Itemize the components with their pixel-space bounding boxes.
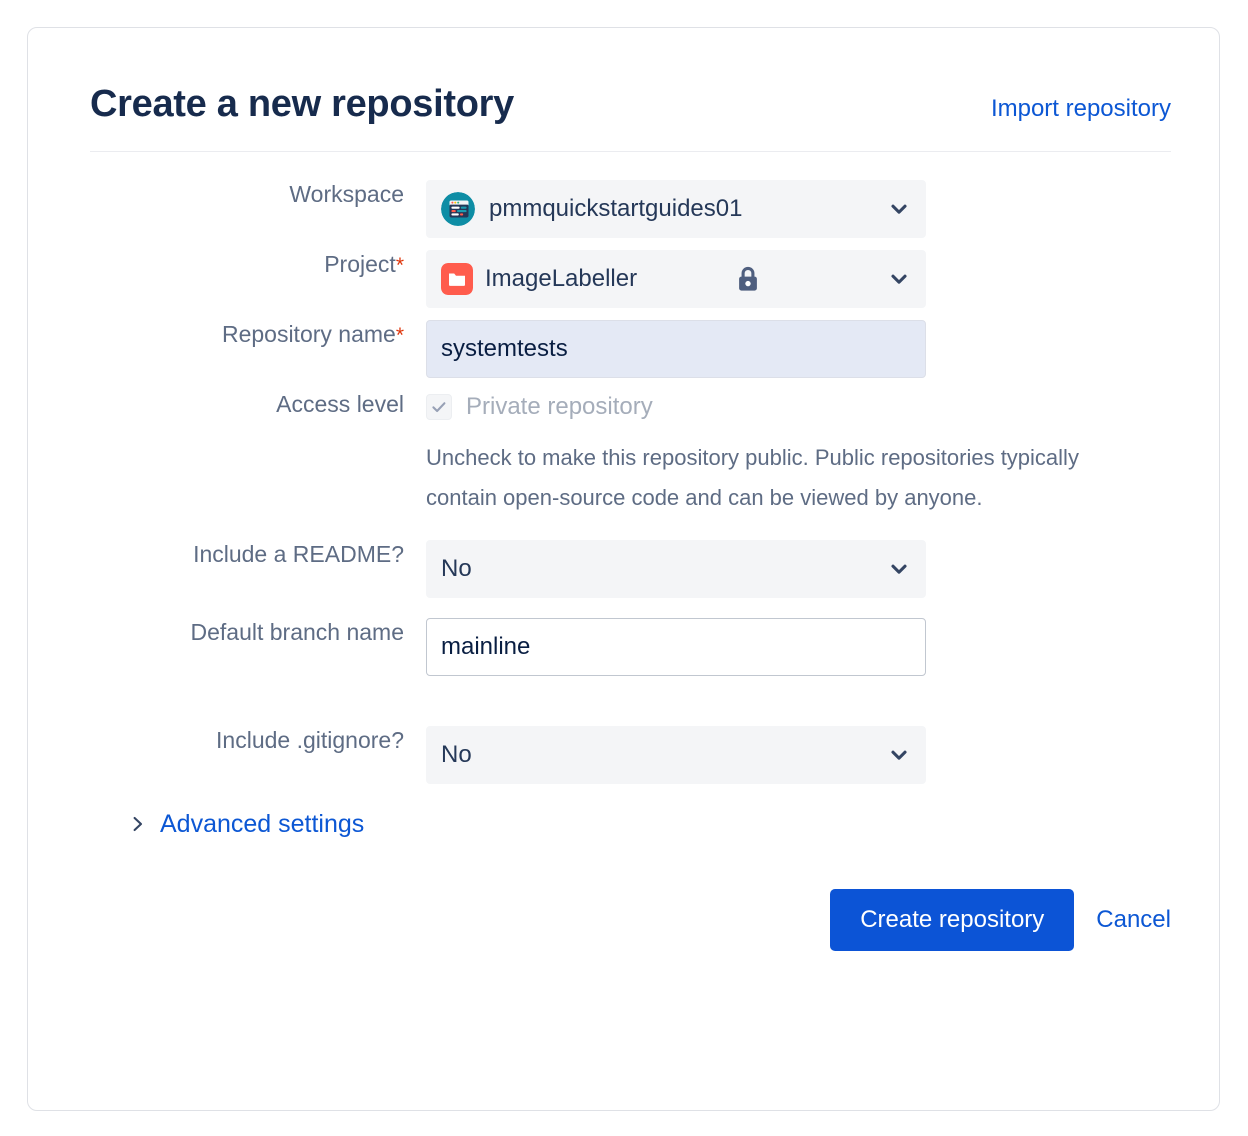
form-actions: Create repository Cancel [90, 888, 1171, 951]
advanced-settings-link[interactable]: Advanced settings [160, 809, 365, 838]
workspace-select[interactable]: pmmquickstartguides01 [426, 179, 926, 238]
create-repository-card: Create a new repository Import repositor… [27, 27, 1220, 1111]
create-repository-button[interactable]: Create repository [830, 888, 1075, 951]
card-header: Create a new repository Import repositor… [90, 83, 1171, 152]
cancel-link[interactable]: Cancel [1096, 905, 1171, 933]
lock-icon [739, 266, 757, 291]
chevron-down-icon [891, 204, 907, 214]
chevron-down-icon [891, 564, 907, 574]
workspace-label: Workspace [289, 180, 404, 207]
repository-name-label: Repository name* [90, 320, 426, 350]
project-value: ImageLabeller [485, 264, 638, 292]
include-gitignore-select[interactable]: No [426, 725, 926, 784]
form-row-workspace: Workspace [90, 179, 1171, 238]
project-select[interactable]: ImageLabeller [426, 249, 926, 308]
include-gitignore-label: Include .gitignore? [216, 726, 404, 753]
private-repository-label: Private repository [466, 392, 653, 420]
include-readme-select[interactable]: No [426, 539, 926, 598]
private-repository-checkbox-row[interactable]: Private repository [426, 392, 1171, 422]
default-branch-input[interactable] [426, 617, 926, 676]
project-required-marker: * [395, 253, 404, 277]
form-row-repository-name: Repository name* [90, 319, 1171, 378]
include-gitignore-value: No [441, 740, 472, 768]
repository-name-label-text: Repository name [221, 320, 396, 347]
form-row-default-branch: Default branch name [90, 617, 1171, 676]
repository-name-required-marker: * [395, 323, 404, 347]
folder-icon [441, 262, 473, 295]
page-title: Create a new repository [90, 83, 514, 125]
project-label: Project* [90, 250, 426, 280]
check-icon [432, 401, 446, 412]
import-repository-link[interactable]: Import repository [990, 95, 1171, 122]
advanced-settings-toggle[interactable]: Advanced settings [130, 810, 1171, 839]
access-level-label: Access level [276, 390, 404, 417]
default-branch-label: Default branch name [190, 618, 404, 645]
create-repository-form: Workspace [90, 179, 1171, 839]
form-row-project: Project* ImageLabeller [90, 249, 1171, 308]
project-label-text: Project [324, 250, 396, 277]
workspace-avatar-icon [441, 191, 475, 226]
include-readme-value: No [441, 554, 472, 582]
chevron-down-icon [891, 750, 907, 760]
include-readme-label: Include a README? [193, 540, 404, 567]
repository-name-input[interactable] [426, 319, 926, 378]
workspace-value: pmmquickstartguides01 [489, 194, 743, 222]
chevron-down-icon [891, 274, 907, 284]
chevron-right-icon [133, 817, 143, 832]
private-repository-checkbox[interactable] [426, 393, 452, 420]
form-row-include-gitignore: Include .gitignore? No [90, 725, 1171, 784]
form-row-access-level: Access level Private repository Uncheck … [90, 390, 1171, 518]
form-row-include-readme: Include a README? No [90, 539, 1171, 598]
access-level-help-text: Uncheck to make this repository public. … [426, 444, 1079, 510]
